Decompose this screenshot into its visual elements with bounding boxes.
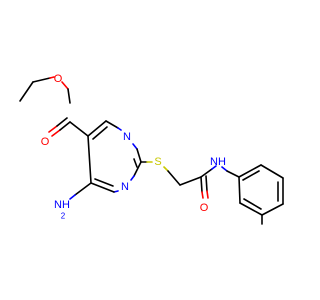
bond-amide-c-n-blue (211, 165, 217, 170)
bond-ch2-o-red (49, 76, 55, 79)
bond-co-double-c (48, 125, 58, 133)
pyrimidine-ring (87, 120, 142, 193)
bond-ar-2 (239, 202, 263, 216)
bond-c4-c5 (87, 135, 92, 184)
bond-n-aryl-blue (221, 166, 228, 172)
bond-c6-n1 (105, 120, 119, 129)
bond-n3-c4-inner (94, 178, 114, 187)
amide-nh-label: NH (210, 156, 226, 168)
bond-n1-c2 (136, 148, 142, 163)
amine-group (69, 182, 92, 200)
bond-c4-nh2-blue (69, 194, 76, 200)
bond-amide-co-a (200, 176, 203, 193)
bond-amide-co-b (205, 175, 208, 192)
bond-c6-n1-blue (117, 127, 122, 131)
amine-nh-text: NH (54, 199, 70, 211)
bond-amide-co-a-red (201, 191, 204, 199)
bond-co-double-a (51, 129, 61, 137)
thioether-linker (140, 161, 202, 186)
bond-o-carbonyl-c-red (61, 81, 69, 90)
bond-s-ch2-yellow (163, 166, 169, 172)
ester-carbonyl-oxygen-label: O (41, 136, 50, 148)
bond-c2-n3 (133, 161, 142, 177)
amine-label: NH 2 (54, 199, 70, 221)
bond-co-double-b (59, 121, 71, 131)
ring-nitrogen-top-label: N (123, 131, 131, 143)
bond-c5-c6-inner (92, 126, 108, 140)
bond-o-carbonyl-c (67, 88, 71, 104)
bond-ch2-amide-c (179, 176, 202, 186)
bond-n-aryl (226, 170, 240, 178)
bond-carbonyl-ring (69, 121, 89, 137)
bond-ch2-o (32, 77, 51, 83)
amine-subscript-text: 2 (61, 212, 66, 221)
bond-c2-n3-blue (130, 175, 135, 181)
bond-s-ch2 (167, 170, 181, 186)
ester-group (48, 81, 89, 137)
bond-ar-6-inner (242, 170, 260, 181)
thioether-sulfur-label: S (154, 156, 161, 168)
bond-ar-2-inner (243, 198, 262, 210)
bond-n3-c4 (90, 182, 115, 193)
bond-n1-c2-inner (133, 158, 138, 168)
bond-ch3-ch2 (19, 81, 34, 102)
molecule-structure: O O N N S O NH NH 2 (19, 73, 284, 225)
amide-oxygen-label: O (200, 202, 209, 214)
ethyl-group (19, 76, 55, 102)
bond-amide-co-b-red (206, 190, 209, 199)
ring-nitrogen-bottom-label: N (121, 181, 129, 193)
bond-n1-c2-blue (132, 143, 138, 150)
bond-amide-c-n (200, 168, 213, 178)
amide-group (200, 165, 240, 199)
bond-c5-c6 (87, 120, 107, 137)
bond-ar-5 (260, 164, 284, 179)
bond-co-double-d (56, 117, 68, 127)
bond-ar-3 (261, 203, 284, 216)
bond-c4-nh2 (74, 182, 92, 196)
tolyl-ring (238, 164, 284, 225)
ester-ether-oxygen-label: O (54, 73, 63, 85)
bond-ar-6 (238, 164, 262, 178)
bond-ar-1 (238, 176, 241, 204)
